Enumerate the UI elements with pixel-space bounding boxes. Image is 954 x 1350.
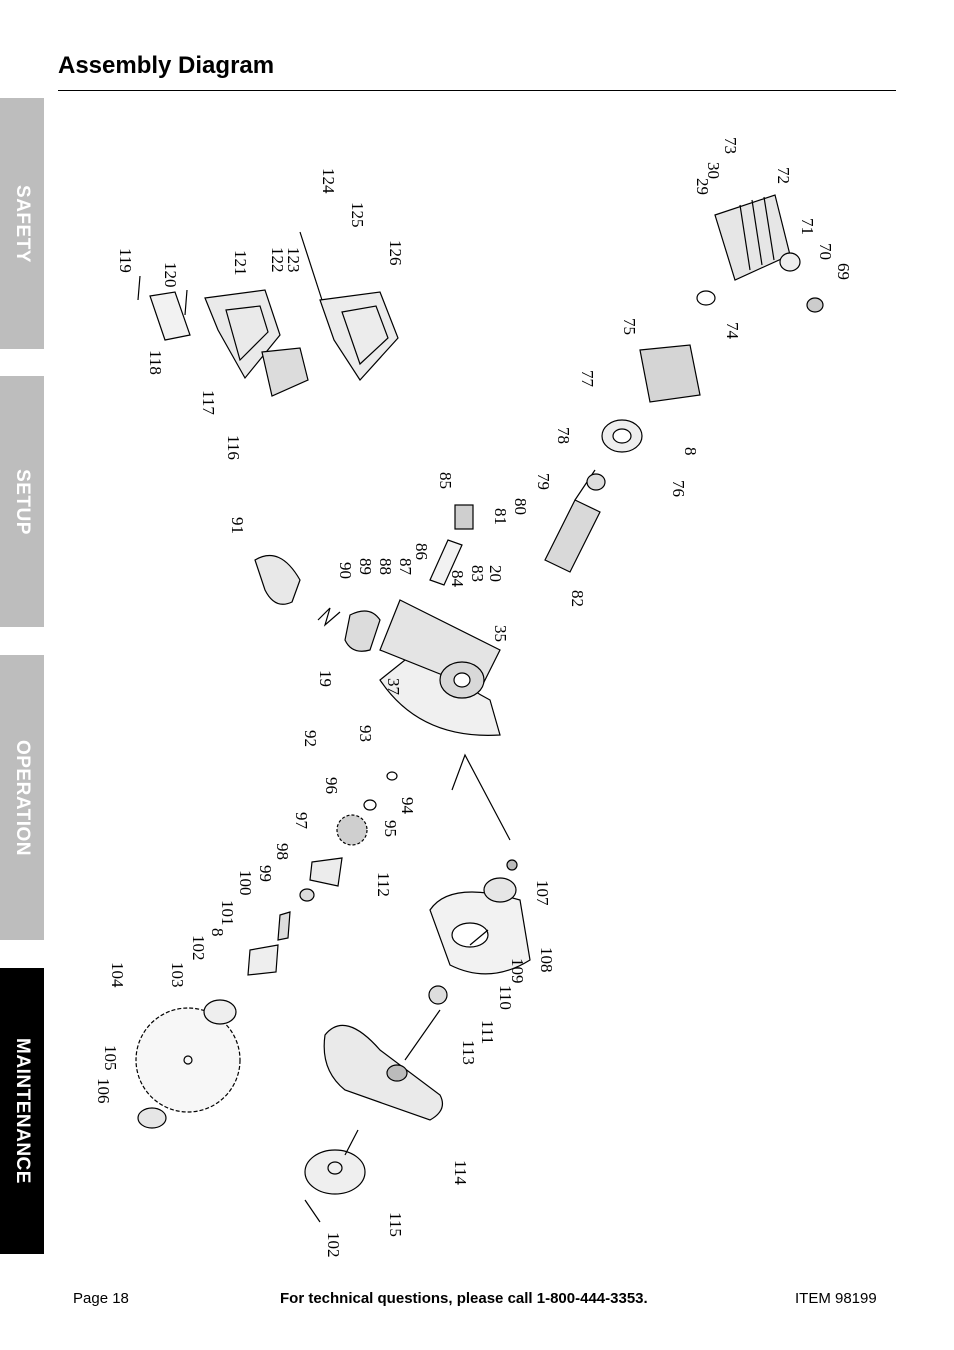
part-number-label: 97 [292, 812, 311, 830]
part-number-label: 113 [459, 1040, 478, 1065]
part-number-label: 81 [491, 508, 510, 525]
part-number-label: 124 [319, 168, 338, 194]
part-number-label: 108 [537, 947, 556, 973]
part-number-label: 35 [491, 625, 510, 642]
part-number-label: 111 [478, 1020, 497, 1044]
part-number-label: 76 [669, 480, 688, 497]
part-number-label: 121 [231, 250, 250, 276]
part-number-label: 71 [798, 218, 817, 235]
tab-setup[interactable]: SETUP [0, 376, 44, 627]
part-number-label: 82 [568, 590, 587, 607]
part-number-label: 92 [301, 730, 320, 747]
page-title: Assembly Diagram [58, 52, 275, 79]
part-number-label: 85 [436, 472, 455, 489]
part-number-label: 120 [161, 262, 180, 288]
part-number-label: 96 [322, 777, 341, 794]
part-number-label: 116 [224, 435, 243, 460]
part-number-label: 88 [376, 558, 395, 575]
part-number-label: 69 [834, 263, 853, 280]
part-number-label: 107 [533, 880, 552, 906]
part-number-label: 114 [451, 1160, 470, 1185]
part-number-label: 75 [620, 318, 639, 335]
part-number-label: 105 [101, 1045, 120, 1071]
part-number-label: 99 [256, 865, 275, 882]
part-number-label: 29 [693, 178, 712, 195]
part-number-label: 30 [704, 162, 723, 179]
title-divider [58, 90, 896, 91]
part-number-label: 102 [189, 935, 208, 961]
item-number: ITEM 98199 [795, 1290, 877, 1307]
part-number-label: 70 [816, 243, 835, 260]
part-number-label: 125 [348, 202, 367, 228]
part-number-label: 126 [386, 240, 405, 266]
parts-drawing [135, 194, 824, 1223]
part-number-label: 91 [228, 517, 247, 534]
part-number-label: 110 [496, 985, 515, 1010]
part-number-label: 93 [356, 725, 375, 742]
support-phone-text: For technical questions, please call 1-8… [280, 1290, 648, 1307]
part-number-label: 19 [316, 670, 335, 687]
tab-safety[interactable]: SAFETY [0, 98, 44, 349]
part-number-label: 119 [116, 248, 135, 273]
part-number-label: 86 [412, 543, 431, 560]
part-number-label: 87 [396, 558, 415, 576]
part-number-label: 117 [199, 390, 218, 415]
part-number-label: 89 [356, 558, 375, 575]
part-number-label: 94 [398, 797, 417, 815]
part-number-label: 80 [511, 498, 530, 515]
part-number-label: 83 [468, 565, 487, 582]
part-number-label: 8 [681, 447, 700, 456]
page-number: Page 18 [73, 1290, 129, 1307]
part-number-label: 104 [108, 962, 127, 988]
part-number-label: 95 [381, 820, 400, 837]
part-number-label: 78 [554, 427, 573, 444]
part-number-label: 72 [774, 167, 793, 184]
part-number-label: 37 [384, 678, 403, 696]
part-number-label: 106 [94, 1078, 113, 1104]
tab-maintenance[interactable]: MAINTENANCE [0, 968, 44, 1254]
tab-operation[interactable]: OPERATION [0, 655, 44, 940]
part-number-label: 118 [146, 350, 165, 375]
part-number-label: 90 [336, 562, 355, 579]
part-number-label: 112 [374, 872, 393, 897]
part-number-label: 103 [168, 962, 187, 988]
part-number-label: 77 [578, 370, 597, 388]
part-number-label: 100 [236, 870, 255, 896]
part-number-label: 84 [448, 570, 467, 588]
part-number-label: 98 [273, 843, 292, 860]
part-number-label: 79 [534, 473, 553, 490]
part-number-label: 109 [508, 958, 527, 984]
part-number-label: 122 [268, 247, 287, 273]
part-number-label: 123 [284, 247, 303, 273]
part-number-label: 74 [723, 322, 742, 340]
part-number-label: 115 [386, 1212, 405, 1237]
part-number-label: 20 [486, 565, 505, 582]
part-number-label: 101 [218, 900, 237, 926]
part-number-label: 73 [721, 137, 740, 154]
part-number-label: 102 [324, 1232, 343, 1258]
part-number-label: 8 [208, 928, 227, 937]
